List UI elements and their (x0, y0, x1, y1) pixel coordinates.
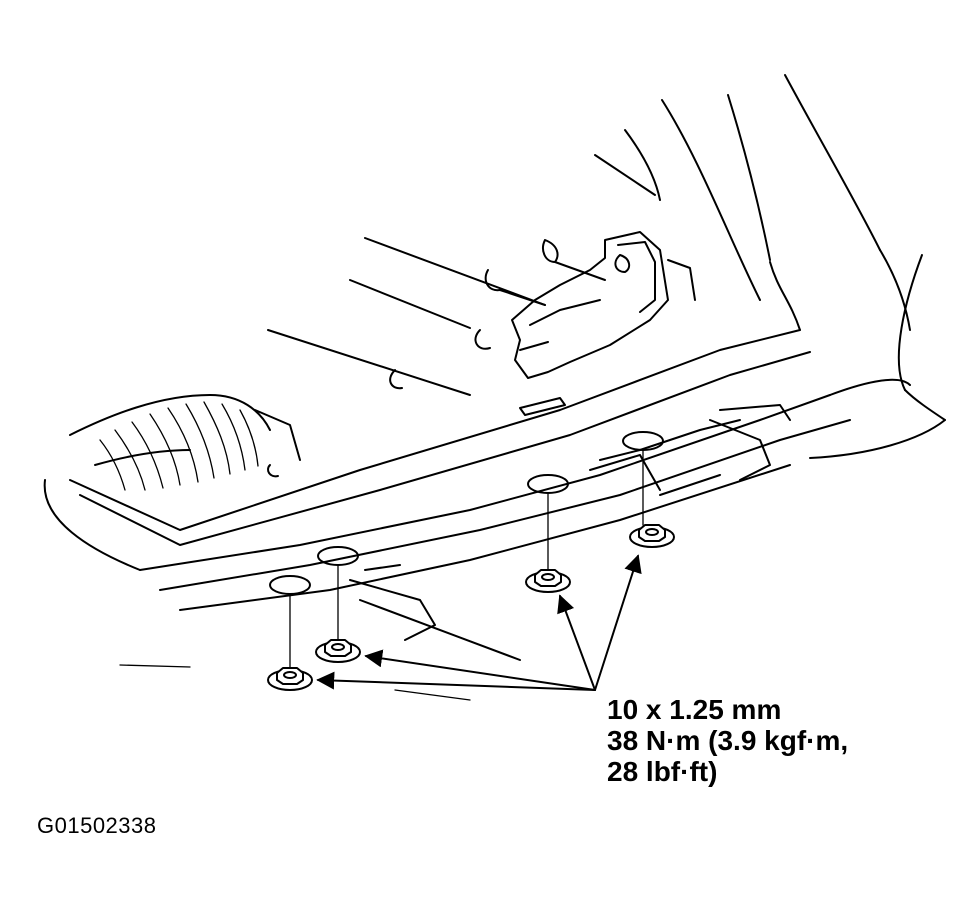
cv-boot (69, 394, 301, 491)
torque-value-label: 38 N·m (3.9 kgf·m, (607, 725, 849, 756)
flange-nut (525, 569, 571, 593)
bolt-hole (527, 474, 569, 494)
bolt-holes (269, 431, 664, 595)
bolt-size-label: 10 x 1.25 mm (607, 694, 782, 725)
leader-arrow (364, 649, 596, 691)
flange-nut (629, 524, 675, 548)
leader-arrow (316, 671, 596, 691)
bolt-guide-lines (289, 449, 644, 669)
bolt-hole (622, 431, 664, 451)
engine-mount-bracket (511, 231, 696, 379)
lower-plate (119, 404, 791, 701)
leader-arrow (557, 594, 596, 691)
subframe-crossmember (43, 329, 911, 591)
body-panel (594, 74, 946, 459)
flange-nut (315, 639, 361, 663)
leader-arrow (594, 554, 642, 691)
torque-imperial-label: 28 lbf·ft) (607, 756, 718, 787)
flange-nut (267, 667, 313, 691)
engine-block (267, 237, 606, 396)
flange-nuts (267, 524, 675, 691)
torque-spec-callout: 10 x 1.25 mm 38 N·m (3.9 kgf·m, 28 lbf·f… (607, 694, 848, 787)
bolt-hole (269, 575, 311, 595)
figure-id: G01502338 (37, 813, 157, 838)
leader-arrows (316, 554, 642, 691)
